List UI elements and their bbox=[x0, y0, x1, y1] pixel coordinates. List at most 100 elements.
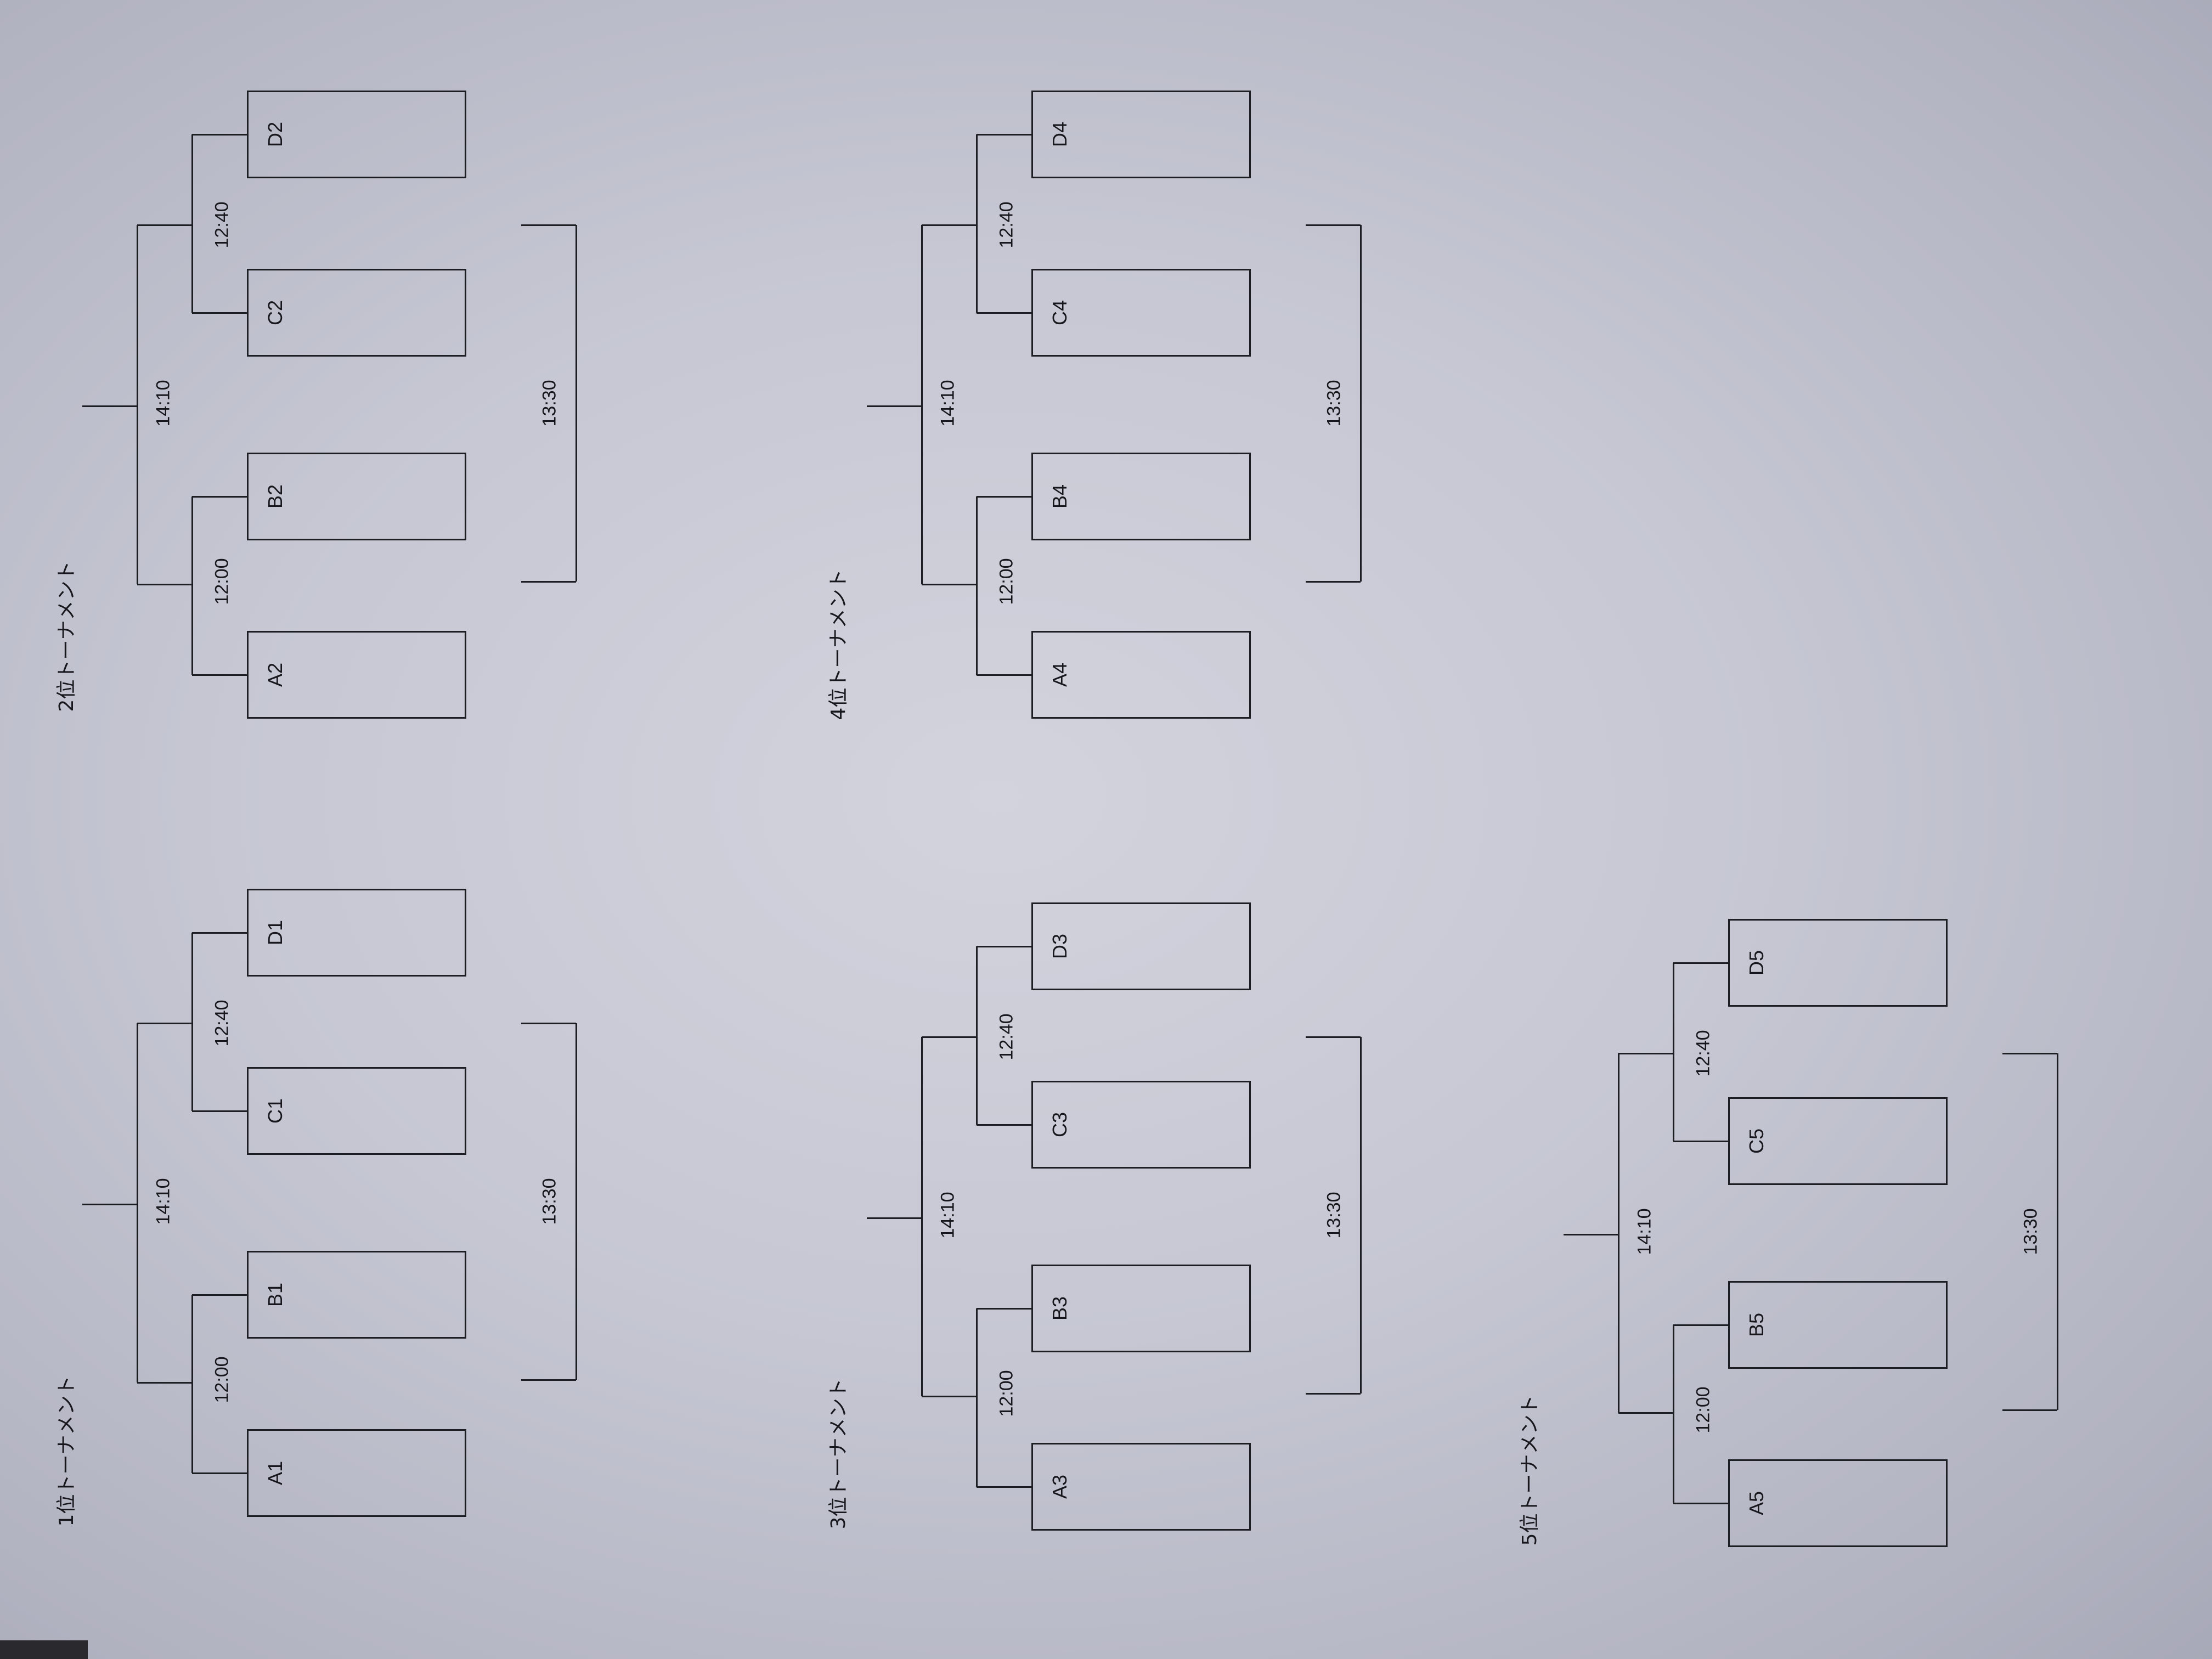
tournament-4-title: 4位トーナメント bbox=[827, 569, 850, 720]
tournament-2-seed-box-c2 bbox=[247, 269, 466, 357]
tournament-3-time-semi-left: 12:00 bbox=[996, 1370, 1017, 1417]
tournament-5-bracket-stub bbox=[1673, 1140, 1728, 1142]
tournament-3-seed-box-d3 bbox=[1031, 902, 1251, 990]
tournament-3-seed-label: A3 bbox=[1048, 1474, 1071, 1499]
tournament-5-title: 5位トーナメント bbox=[1519, 1395, 1541, 1546]
tournament-2-seed-label: C2 bbox=[264, 300, 286, 326]
tournament-2-semi-left-line bbox=[191, 496, 193, 675]
tournament-3-seed-label: B3 bbox=[1048, 1296, 1071, 1321]
tournament-5-bracket-stub bbox=[1673, 1324, 1728, 1326]
tournament-1-semi-right-line bbox=[191, 933, 193, 1111]
tournament-1-third-place-line bbox=[575, 1023, 577, 1380]
tournament-1-seed-box-a1 bbox=[247, 1429, 466, 1517]
tournament-5-seed-label: C5 bbox=[1745, 1128, 1768, 1154]
tournament-5-semi-right-line bbox=[1672, 963, 1674, 1141]
tournament-1-seed-label: C1 bbox=[264, 1098, 286, 1124]
tournament-4-seed-box-d4 bbox=[1031, 91, 1251, 178]
tournament-4-time-semi-right: 12:40 bbox=[996, 201, 1017, 249]
tournament-4-seed-label: D4 bbox=[1048, 121, 1071, 148]
tournament-2-semi-right-out bbox=[137, 224, 192, 226]
tournament-1-seed-label: B1 bbox=[264, 1282, 286, 1307]
tournament-3-seed-label: C3 bbox=[1048, 1111, 1071, 1138]
tournament-4-third-place-top bbox=[1306, 224, 1361, 226]
tournament-4-final-out bbox=[867, 405, 922, 407]
tournament-2-bracket-stub bbox=[192, 133, 247, 136]
tournament-3-time-third-place: 13:30 bbox=[1323, 1192, 1345, 1239]
tournament-1-bracket-stub bbox=[192, 932, 247, 934]
tournament-4-bracket-stub bbox=[977, 674, 1031, 676]
tournament-1-seed-box-c1 bbox=[247, 1067, 466, 1155]
tournament-3-seed-label: D3 bbox=[1048, 933, 1071, 960]
tournament-3-semi-left-line bbox=[975, 1308, 978, 1487]
tournament-5-time-semi-left: 12:00 bbox=[1692, 1386, 1714, 1434]
tournament-3-third-place-line bbox=[1359, 1037, 1362, 1393]
tournament-2-time-third-place: 13:30 bbox=[539, 380, 560, 427]
tournament-2-semi-right-line bbox=[191, 134, 193, 313]
tournament-5-seed-box-d5 bbox=[1728, 919, 1948, 1007]
tournament-3-seed-box-c3 bbox=[1031, 1081, 1251, 1169]
tournament-1-semi-right-out bbox=[137, 1022, 192, 1024]
tournament-2-time-semi-left: 12:00 bbox=[211, 558, 233, 605]
tournament-2-bracket-stub bbox=[192, 312, 247, 314]
tournament-2-time-final: 14:10 bbox=[153, 380, 174, 427]
tournament-4-seed-box-a4 bbox=[1031, 631, 1251, 719]
tournament-1-third-place-top bbox=[521, 1022, 576, 1024]
tournament-2-seed-box-d2 bbox=[247, 91, 466, 178]
tournament-1-seed-label: D1 bbox=[264, 919, 286, 946]
tournament-4-seed-box-c4 bbox=[1031, 269, 1251, 357]
tournament-4-semi-right-out bbox=[922, 224, 977, 226]
tournament-1-time-final: 14:10 bbox=[153, 1178, 174, 1225]
tournament-2-seed-box-a2 bbox=[247, 631, 466, 719]
tournament-1-semi-left-out bbox=[137, 1381, 192, 1384]
tournament-2-third-place-bottom bbox=[521, 580, 576, 583]
tournament-2-bracket-stub bbox=[192, 495, 247, 498]
tournament-3-time-final: 14:10 bbox=[937, 1192, 958, 1239]
tournament-5-semi-right-out bbox=[1618, 1052, 1673, 1054]
tournament-5-semi-left-out bbox=[1618, 1412, 1673, 1414]
tournament-5-final-out bbox=[1564, 1233, 1618, 1235]
tournament-4-seed-label: A4 bbox=[1048, 662, 1071, 687]
tournament-2-third-place-top bbox=[521, 224, 576, 226]
tournament-5-seed-label: B5 bbox=[1745, 1312, 1768, 1338]
tournament-4-bracket-stub bbox=[977, 312, 1031, 314]
tournament-5-seed-label: A5 bbox=[1745, 1491, 1768, 1516]
tournament-2-final-out bbox=[82, 405, 137, 407]
tournament-3-final-line bbox=[921, 1037, 923, 1396]
tournament-4-bracket-stub bbox=[977, 133, 1031, 136]
tournament-4-seed-label: B4 bbox=[1048, 484, 1071, 509]
tournament-1-final-out bbox=[82, 1203, 137, 1205]
tournament-5-bracket-stub bbox=[1673, 962, 1728, 964]
tournament-4-final-line bbox=[921, 225, 923, 584]
tournament-4-bracket-stub bbox=[977, 495, 1031, 498]
tournament-4-time-final: 14:10 bbox=[937, 380, 958, 427]
tournament-5-bracket-stub bbox=[1673, 1502, 1728, 1504]
tournament-1-seed-box-b1 bbox=[247, 1251, 466, 1339]
tournament-4-third-place-line bbox=[1359, 225, 1362, 582]
table-surface bbox=[0, 1640, 88, 1659]
tournament-1-bracket-stub bbox=[192, 1294, 247, 1296]
tournament-1-third-place-bottom bbox=[521, 1379, 576, 1381]
tournament-3-time-semi-right: 12:40 bbox=[996, 1013, 1017, 1060]
tournament-4-semi-left-out bbox=[922, 583, 977, 585]
tournament-4-time-third-place: 13:30 bbox=[1323, 380, 1345, 427]
tournament-4-time-semi-left: 12:00 bbox=[996, 558, 1017, 605]
tournament-3-semi-right-line bbox=[975, 946, 978, 1125]
tournament-1-bracket-stub bbox=[192, 1472, 247, 1474]
tournament-1-title: 1位トーナメント bbox=[55, 1375, 78, 1527]
tournament-3-seed-box-a3 bbox=[1031, 1443, 1251, 1531]
tournament-1-time-third-place: 13:30 bbox=[539, 1178, 560, 1225]
tournament-1-seed-box-d1 bbox=[247, 889, 466, 977]
tournament-4-semi-right-line bbox=[975, 134, 978, 313]
tournament-5-final-line bbox=[1617, 1053, 1620, 1413]
tournament-5-third-place-bottom bbox=[2002, 1409, 2057, 1411]
tournament-5-semi-left-line bbox=[1672, 1325, 1674, 1503]
tournament-3-third-place-bottom bbox=[1306, 1392, 1361, 1395]
tournament-3-bracket-stub bbox=[977, 1307, 1031, 1310]
tournament-3-bracket-stub bbox=[977, 1486, 1031, 1488]
tournament-2-semi-left-out bbox=[137, 583, 192, 585]
tournament-5-seed-box-c5 bbox=[1728, 1097, 1948, 1185]
tournament-1-bracket-stub bbox=[192, 1110, 247, 1112]
tournament-1-seed-label: A1 bbox=[264, 1460, 286, 1486]
tournament-5-time-third-place: 13:30 bbox=[2020, 1208, 2041, 1255]
